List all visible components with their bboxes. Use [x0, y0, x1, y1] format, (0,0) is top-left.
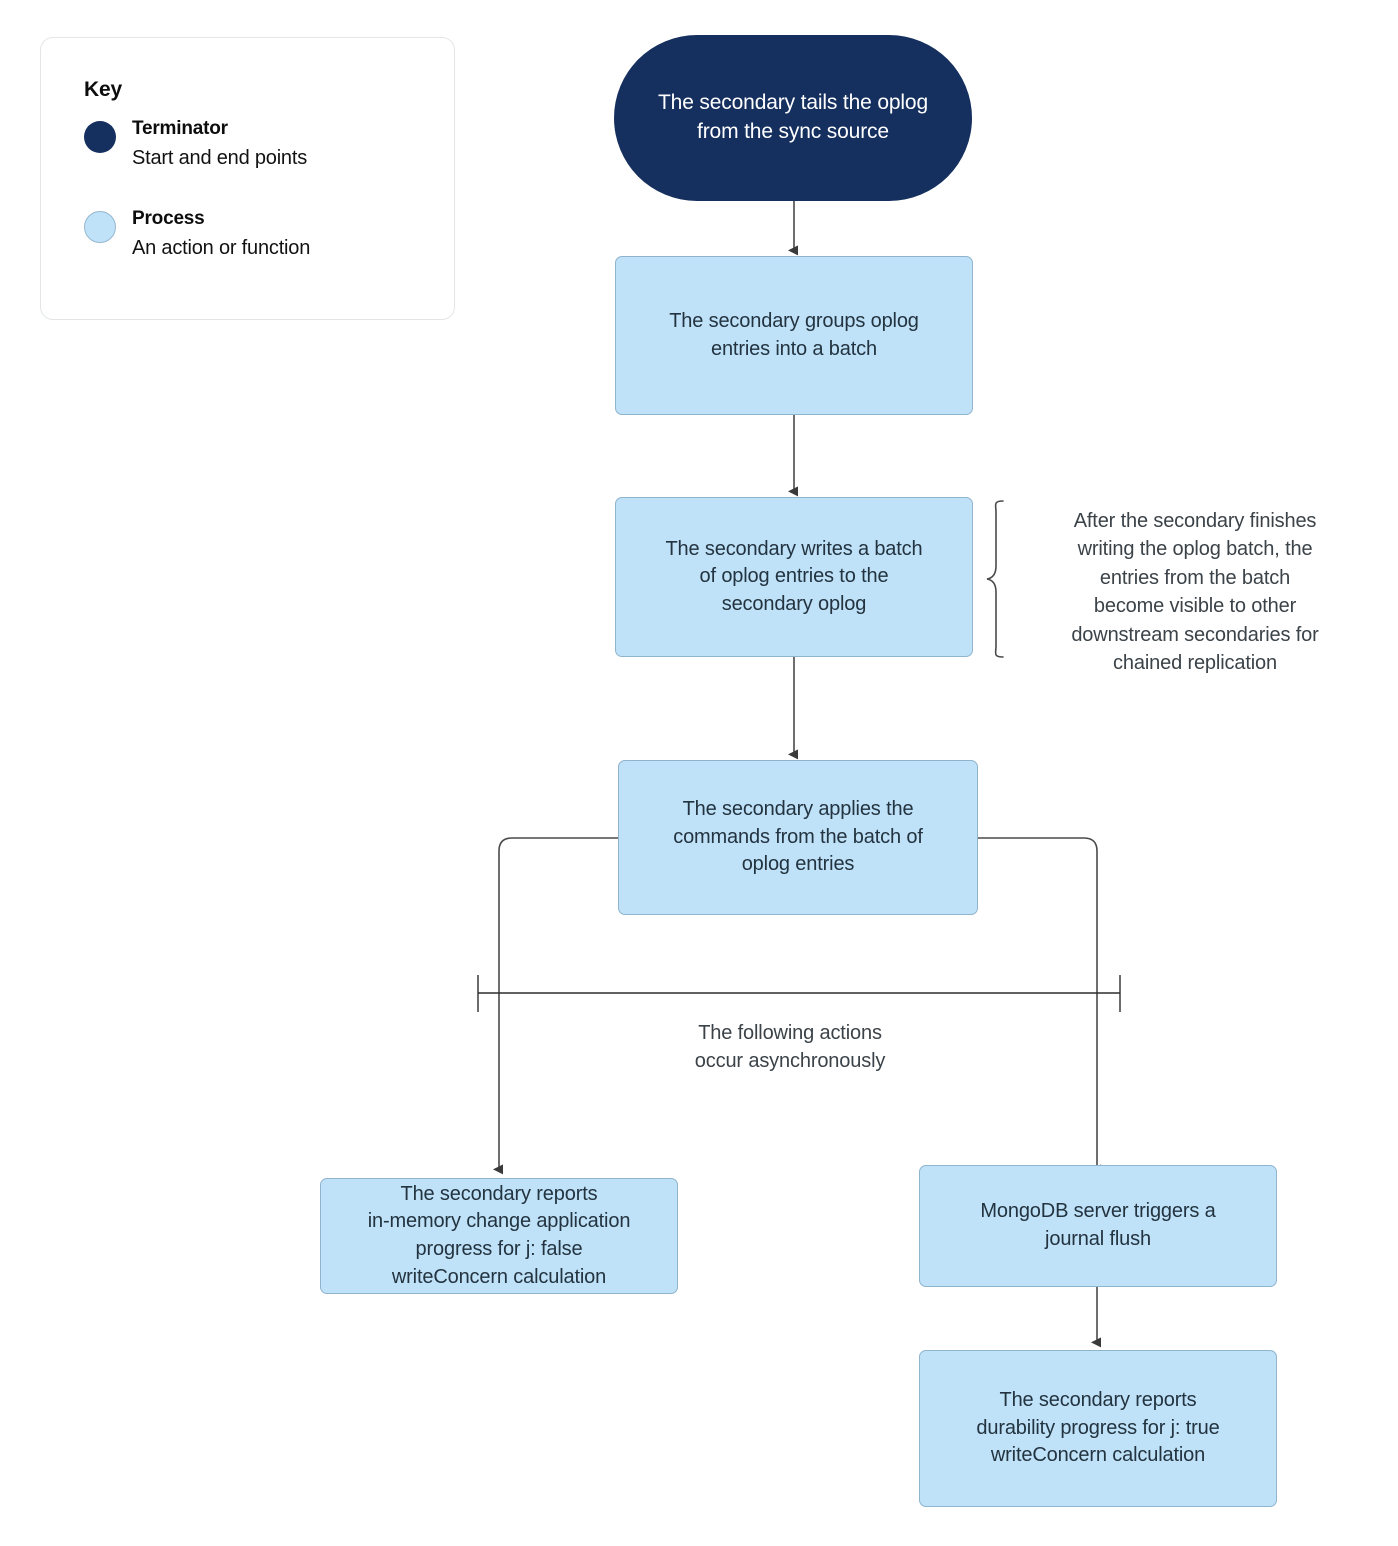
annotation-chained-replication: After the secondary finishes writing the…: [1071, 510, 1319, 674]
terminator-swatch-icon: [84, 121, 116, 153]
node-journal-flush: MongoDB server triggers a journal flush: [919, 1165, 1277, 1287]
legend-item-description: Start and end points: [132, 147, 308, 169]
process-swatch-icon: [84, 211, 116, 243]
legend-item-name: Terminator: [132, 118, 228, 139]
node-label: The secondary reports durability progres…: [976, 1389, 1220, 1467]
edge-applies-to-journal-flush: [978, 837, 1101, 1175]
legend-card: Key Terminator Start and end points Proc…: [40, 37, 455, 320]
node-writes-batch: The secondary writes a batch of oplog en…: [615, 497, 973, 657]
node-label: The secondary groups oplog entries into …: [669, 309, 919, 360]
node-reports-in-memory: The secondary reports in-memory change a…: [320, 1178, 678, 1294]
node-applies-commands: The secondary applies the commands from …: [618, 760, 978, 915]
node-label: The secondary applies the commands from …: [673, 798, 923, 876]
node-reports-durability: The secondary reports durability progres…: [919, 1350, 1277, 1507]
node-label: The secondary reports in-memory change a…: [367, 1182, 631, 1288]
node-label: MongoDB server triggers a journal flush: [980, 1200, 1216, 1250]
legend-title: Key: [84, 78, 122, 101]
brace-chained-replication: [986, 500, 1004, 658]
node-label: The secondary writes a batch of oplog en…: [665, 537, 923, 615]
edge-applies-to-in-memory: [493, 837, 618, 1175]
node-tails-oplog: The secondary tails the oplog from the s…: [614, 35, 972, 201]
annotation-async: The following actions occur asynchronous…: [694, 1022, 886, 1073]
node-groups-entries: The secondary groups oplog entries into …: [615, 256, 973, 415]
legend-item-name: Process: [132, 208, 205, 229]
node-label: The secondary tails the oplog from the s…: [658, 91, 928, 143]
legend-item-description: An action or function: [132, 237, 311, 259]
